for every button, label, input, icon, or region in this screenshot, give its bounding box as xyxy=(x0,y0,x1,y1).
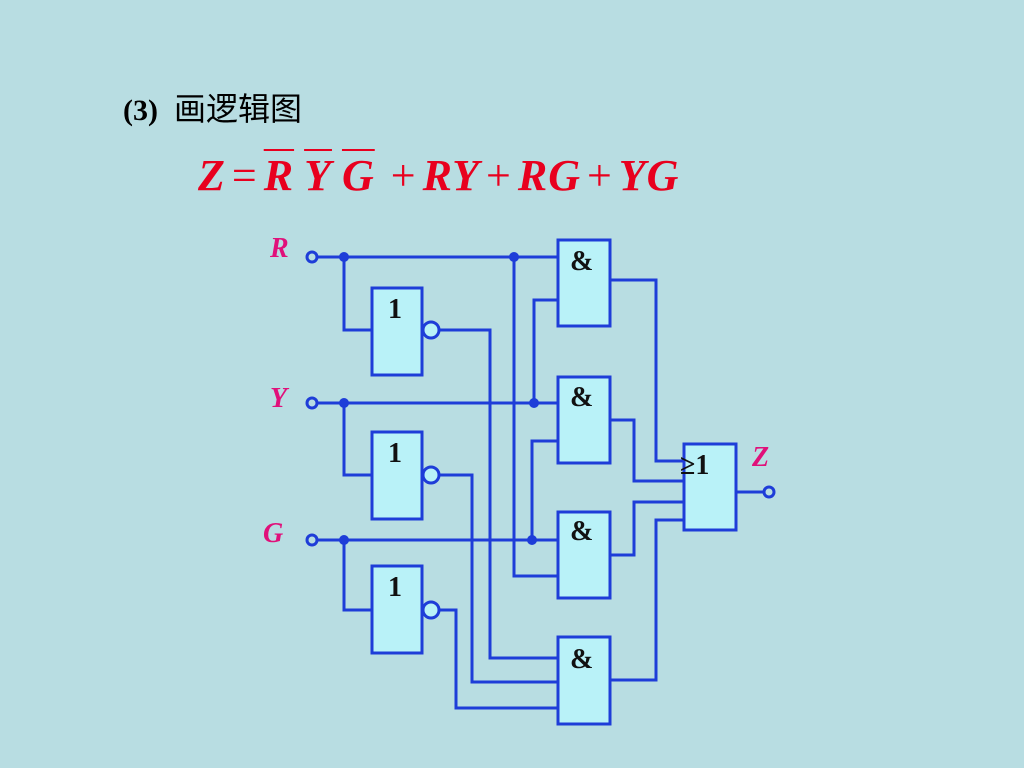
input-wires xyxy=(318,255,558,542)
input-label-r: R xyxy=(269,233,289,264)
or-gate-label: ≥1 xyxy=(680,450,709,481)
formula-plus: + xyxy=(586,151,613,200)
input-terminal-g xyxy=(305,533,319,547)
and-gate-label: & xyxy=(570,516,593,547)
formula-term-yg: YG xyxy=(618,151,680,200)
junction-dots xyxy=(339,252,539,545)
formula-plus: + xyxy=(486,151,512,200)
formula-term-r-bar: R xyxy=(263,151,295,200)
input-terminal-y xyxy=(305,396,319,410)
and-gate-label: & xyxy=(570,382,593,413)
not-gate-label: 1 xyxy=(388,572,402,603)
heading-text: 画逻辑图 xyxy=(173,90,302,128)
not-gate-r: 1 xyxy=(370,286,441,377)
heading-number: (3) xyxy=(123,94,158,127)
output-terminal xyxy=(762,485,776,499)
formula-term-ry: RY xyxy=(422,151,481,200)
and-gate-ryg-bar: & xyxy=(556,635,612,726)
and-gate-ry: & xyxy=(556,238,612,328)
formula-term-g-bar: G xyxy=(341,151,375,200)
not-gate-g: 1 xyxy=(370,564,441,655)
output-label: Z xyxy=(751,442,769,473)
formula-lhs: Z xyxy=(198,151,226,200)
formula-term-y-bar: Y xyxy=(304,151,332,200)
and-gate-rg: & xyxy=(556,375,612,465)
formula-plus: + xyxy=(390,151,417,200)
or-input-wires xyxy=(610,278,764,682)
and-gate-yg: & xyxy=(556,510,612,600)
not-gate-y: 1 xyxy=(370,430,441,521)
not-gate-label: 1 xyxy=(388,294,402,325)
formula-term-rg: RG xyxy=(517,151,581,200)
input-label-y: Y xyxy=(270,383,290,414)
input-terminal-r xyxy=(305,250,319,264)
formula-equals: = xyxy=(231,151,258,200)
not-gate-label: 1 xyxy=(388,438,402,469)
or-gate: ≥1 xyxy=(680,442,738,532)
and-gate-label: & xyxy=(570,246,593,277)
and-gate-label: & xyxy=(570,644,593,675)
and-input-wires xyxy=(440,257,558,710)
input-label-g: G xyxy=(263,518,283,549)
slide-heading: (3) 画逻辑图 xyxy=(123,84,302,130)
not-input-wires xyxy=(342,257,372,612)
